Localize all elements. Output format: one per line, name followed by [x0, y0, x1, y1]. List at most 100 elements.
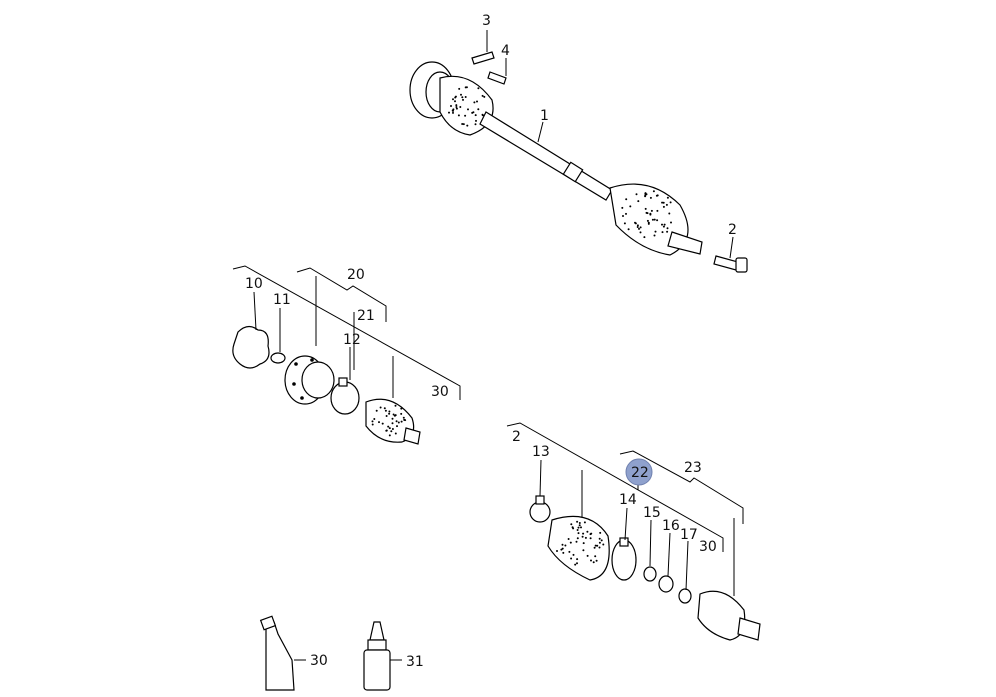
bolt-part-4[interactable]	[487, 71, 507, 85]
boot-part-outer[interactable]	[547, 515, 610, 581]
boot-texture-dot	[466, 124, 469, 127]
ring-part-15[interactable]	[643, 566, 657, 582]
joint-housing-part[interactable]	[284, 355, 335, 405]
outer-joint-part-23[interactable]	[697, 590, 761, 641]
boot-texture-dot	[666, 227, 669, 230]
boot-texture-dot	[576, 537, 579, 540]
boot-texture-dot	[400, 412, 403, 415]
callout-4: 4	[501, 43, 510, 59]
boot-texture-dot	[481, 94, 484, 97]
boot-texture-dot	[582, 532, 585, 535]
boot-texture-dot	[448, 111, 450, 114]
boot-texture-dot	[459, 106, 462, 108]
boot-texture-dot	[467, 108, 469, 111]
boot-texture-dot	[476, 100, 478, 103]
boot-texture-dot	[575, 540, 578, 543]
boot-texture-dot	[639, 226, 642, 229]
boot-texture-dot	[621, 206, 624, 209]
boot-texture-dot	[647, 222, 650, 225]
boot-texture-dot	[584, 536, 587, 539]
boot-texture-dot	[394, 414, 397, 417]
callout-30-mid: 30	[431, 384, 449, 400]
boot-texture-dot	[477, 108, 480, 111]
boot-texture-dot	[483, 95, 486, 98]
boot-texture-dot	[569, 541, 572, 544]
boot-texture-dot	[653, 234, 656, 237]
boot-texture-dot	[643, 236, 646, 239]
boot-texture-dot	[391, 422, 394, 425]
boot-texture-dot	[595, 559, 598, 562]
boot-texture-dot	[452, 111, 454, 114]
callout-1: 1	[540, 108, 549, 124]
clamp-part-13[interactable]	[529, 495, 551, 523]
boot-texture-dot	[668, 212, 671, 215]
boot-texture-dot	[662, 205, 665, 208]
boot-part-inner[interactable]	[365, 398, 421, 445]
callout-14: 14	[619, 492, 637, 508]
sealant-bottle-part-31[interactable]	[363, 621, 391, 691]
bolt-part-2-top[interactable]	[713, 255, 748, 273]
boot-texture-dot	[570, 557, 573, 560]
callout-22: 22	[631, 465, 649, 481]
boot-texture-dot	[586, 530, 589, 533]
callout-23: 23	[684, 460, 702, 476]
boot-texture-dot	[397, 421, 400, 424]
grease-tube-part-30[interactable]	[259, 615, 295, 691]
boot-texture-dot	[582, 542, 585, 545]
boot-texture-dot	[378, 421, 380, 424]
boot-texture-dot	[625, 198, 628, 201]
boot-texture-dot	[578, 524, 581, 527]
boot-texture-dot	[455, 107, 458, 110]
boot-texture-dot	[627, 228, 630, 231]
boot-texture-dot	[654, 230, 657, 233]
boot-texture-dot	[455, 104, 458, 107]
boot-texture-dot	[661, 223, 663, 226]
boot-texture-dot	[636, 226, 639, 228]
boot-texture-dot	[568, 550, 571, 553]
boot-texture-dot	[669, 201, 672, 204]
boot-texture-dot	[646, 212, 649, 215]
drive-shaft-assembly[interactable]	[409, 61, 703, 256]
boot-texture-dot	[649, 196, 652, 199]
boot-texture-dot	[589, 537, 592, 540]
clamp-part-12[interactable]	[330, 377, 360, 415]
boot-texture-dot	[388, 434, 391, 437]
callout-21: 21	[357, 308, 375, 324]
boot-texture-dot	[450, 105, 452, 107]
gasket-part-10[interactable]	[232, 325, 270, 369]
boot-texture-dot	[576, 558, 579, 561]
boot-texture-dot	[464, 86, 467, 89]
boot-texture-dot	[576, 562, 578, 565]
boot-texture-dot	[592, 561, 595, 564]
boot-texture-dot	[388, 410, 391, 413]
boot-texture-dot	[379, 406, 382, 409]
boot-texture-dot	[586, 554, 589, 557]
boot-texture-dot	[454, 100, 456, 103]
callout-16: 16	[662, 518, 680, 534]
circlip-part-17[interactable]	[678, 588, 692, 604]
callout-2-right: 2	[512, 429, 521, 445]
thrust-washer-part-16[interactable]	[658, 575, 674, 593]
boot-texture-dot	[656, 219, 659, 222]
callout-22-highlight[interactable]	[625, 458, 653, 486]
boot-texture-dot	[404, 419, 407, 422]
boot-texture-dot	[623, 222, 626, 225]
boot-texture-dot	[371, 420, 374, 423]
boot-texture-dot	[652, 190, 655, 193]
boot-texture-dot	[599, 531, 602, 534]
boot-texture-dot	[594, 544, 597, 547]
clamp-part-14[interactable]	[611, 537, 637, 581]
boot-texture-dot	[474, 123, 477, 126]
boot-texture-dot	[461, 123, 464, 125]
boot-texture-dot	[481, 114, 484, 117]
boot-texture-dot	[650, 209, 653, 212]
lock-plate-part-3[interactable]	[471, 51, 495, 65]
boot-texture-dot	[385, 415, 388, 417]
callout-30-bottom: 30	[310, 653, 328, 669]
circlip-part-11[interactable]	[270, 352, 286, 364]
boot-texture-dot	[594, 555, 597, 558]
boot-texture-dot	[625, 212, 627, 215]
boot-texture-dot	[572, 553, 575, 556]
boot-texture-dot	[384, 409, 387, 412]
boot-texture-dot	[567, 538, 570, 540]
